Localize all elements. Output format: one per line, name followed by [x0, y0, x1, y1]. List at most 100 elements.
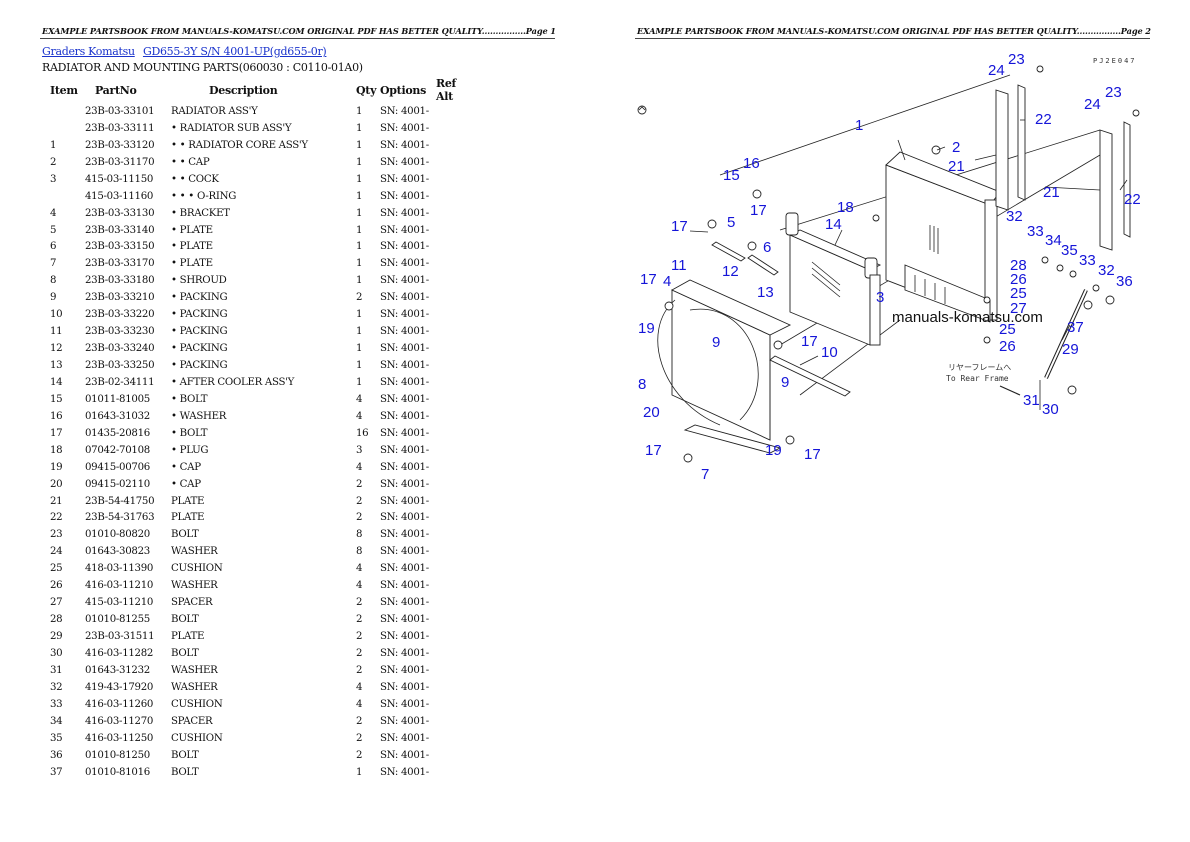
options: SN: 4001- — [380, 241, 429, 253]
part-number: 01010-81255 — [85, 614, 150, 626]
part-number: 09415-00706 — [85, 461, 150, 473]
part-description: • PACKING — [171, 326, 228, 338]
options: SN: 4001- — [380, 122, 429, 134]
part-description: • SHROUD — [171, 275, 227, 287]
part-number: 01010-81016 — [85, 766, 150, 778]
quantity: 2 — [356, 292, 363, 304]
quantity: 4 — [356, 393, 363, 405]
side-plates-right — [1099, 121, 1131, 251]
options: SN: 4001- — [380, 427, 429, 439]
part-description: • BOLT — [171, 427, 208, 439]
options: SN: 4001- — [380, 190, 429, 202]
part-number: 23B-03-33220 — [85, 309, 155, 321]
callout-label: 17 — [671, 218, 688, 235]
part-number: 416-03-11270 — [85, 715, 154, 727]
item-number: 17 — [50, 427, 63, 439]
part-description: WASHER — [171, 681, 218, 693]
part-number: 415-03-11210 — [85, 597, 154, 609]
part-number: 23B-03-33210 — [85, 292, 155, 304]
callout-label: 33 — [1027, 223, 1044, 240]
options: SN: 4001- — [380, 563, 429, 575]
item-number: 37 — [50, 766, 63, 778]
rear-frame-note-en: To Rear Frame — [946, 374, 1009, 383]
part-number: 01010-80820 — [85, 529, 150, 541]
part-description: • • RADIATOR CORE ASS'Y — [171, 139, 308, 151]
item-number: 23 — [50, 529, 63, 541]
part-description: BOLT — [171, 749, 199, 761]
callout-label: 28 — [1010, 257, 1027, 274]
callout-label: 2 — [952, 139, 960, 156]
item-number: 10 — [50, 309, 63, 321]
callout-label: 19 — [765, 442, 782, 459]
breadcrumb: Graders Komatsu GD655-3Y S/N 4001-UP(gd6… — [42, 45, 331, 58]
callout-label: 21 — [1043, 184, 1060, 201]
quantity: 1 — [356, 326, 363, 338]
breadcrumb-link-model[interactable]: GD655-3Y S/N 4001-UP(gd655-0r) — [142, 45, 327, 58]
callout-label: 4 — [663, 273, 671, 290]
column-header-options: Options — [380, 83, 426, 97]
callout-label: 13 — [757, 284, 774, 301]
part-description: WASHER — [171, 580, 218, 592]
callout-label: 26 — [1010, 271, 1027, 288]
part-description: BOLT — [171, 647, 199, 659]
watermark: manuals-komatsu.com — [892, 309, 1043, 326]
item-number: 14 — [50, 376, 63, 388]
callout-label: 8 — [638, 376, 646, 393]
callout-label: 21 — [948, 158, 965, 175]
leader-lines — [689, 119, 1128, 410]
options: SN: 4001- — [380, 292, 429, 304]
rear-frame-note-jp: リヤーフレームへ — [948, 363, 1011, 372]
part-number: 418-03-11390 — [85, 563, 154, 575]
view-marker-icon — [637, 105, 647, 115]
options: SN: 4001- — [380, 715, 429, 727]
part-description: WASHER — [171, 664, 218, 676]
part-description: PLATE — [171, 631, 205, 643]
part-description: • • • O-RING — [171, 190, 237, 202]
quantity: 2 — [356, 749, 363, 761]
options: SN: 4001- — [380, 512, 429, 524]
breadcrumb-link-graders-komatsu[interactable]: Graders Komatsu — [42, 45, 135, 58]
callout-label: 17 — [804, 446, 821, 463]
item-number: 1 — [50, 139, 57, 151]
part-number: 23B-02-34111 — [85, 376, 155, 388]
item-number: 12 — [50, 343, 63, 355]
callout-label: 19 — [638, 320, 655, 337]
quantity: 4 — [356, 563, 363, 575]
callout-label: 37 — [1067, 319, 1084, 336]
part-number: 23B-54-41750 — [85, 495, 155, 507]
item-number: 11 — [50, 326, 63, 338]
part-description: • PACKING — [171, 292, 228, 304]
quantity: 1 — [356, 360, 363, 372]
item-number: 3 — [50, 173, 57, 185]
part-description: BOLT — [171, 614, 199, 626]
item-number: 27 — [50, 597, 63, 609]
callout-label: 24 — [1084, 96, 1101, 113]
options: SN: 4001- — [380, 749, 429, 761]
part-description: • BRACKET — [171, 207, 230, 219]
packing-10-part — [769, 355, 851, 397]
callout-label: 24 — [988, 62, 1005, 79]
options: SN: 4001- — [380, 105, 429, 117]
part-number: 23B-03-33240 — [85, 343, 155, 355]
callout-label: 17 — [801, 333, 818, 350]
quantity: 2 — [356, 664, 363, 676]
callout-label: 9 — [781, 374, 789, 391]
quantity: 2 — [356, 614, 363, 626]
callout-label: 35 — [1061, 242, 1078, 259]
options: SN: 4001- — [380, 275, 429, 287]
